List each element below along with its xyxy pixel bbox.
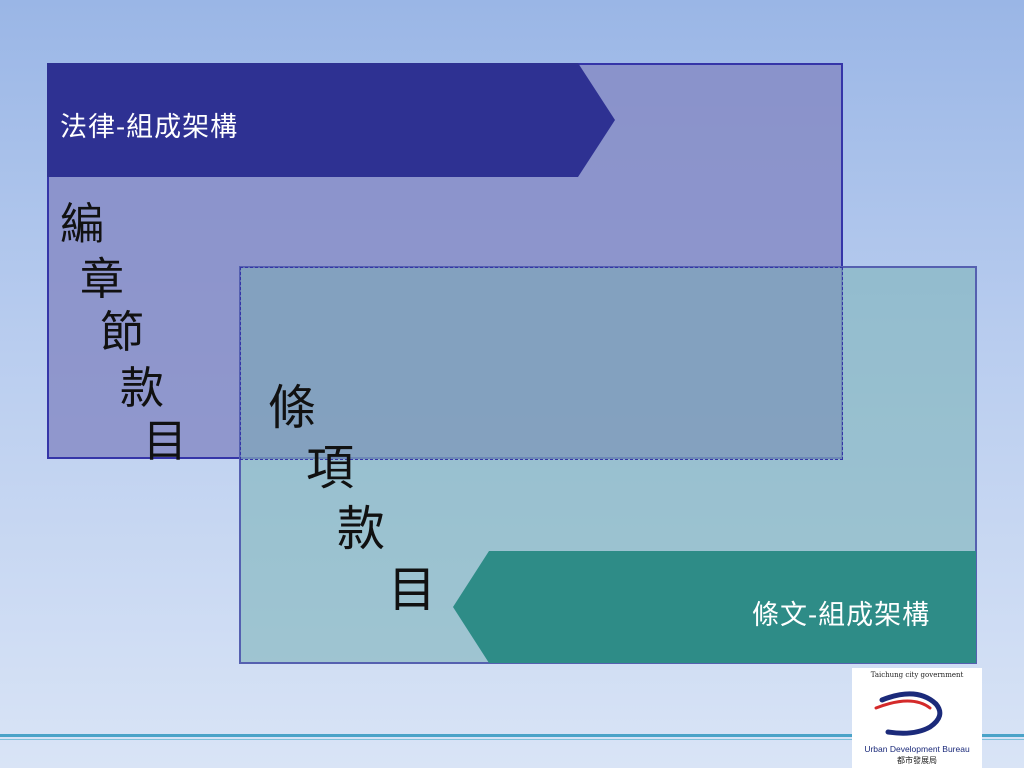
overlap-region	[240, 267, 843, 460]
legal-level-2: 章	[80, 254, 124, 305]
logo-english-name: Urban Development Bureau	[864, 744, 970, 754]
urban-development-bureau-logo: Taichung city government Urban Developme…	[852, 668, 982, 768]
article-level-2: 項	[306, 440, 355, 496]
legal-level-5: 目	[143, 416, 187, 467]
bottom-divider-line-thin	[0, 739, 1024, 740]
article-structure-title: 條文-組成架構	[752, 600, 931, 631]
article-level-1: 條	[268, 380, 317, 436]
article-level-3: 款	[337, 501, 386, 557]
legal-structure-banner	[47, 63, 615, 177]
legal-structure-title: 法律-組成架構	[60, 112, 239, 143]
article-level-4: 目	[388, 562, 437, 618]
logo-emblem-icon	[874, 691, 943, 736]
legal-level-3: 節	[100, 307, 144, 358]
legal-level-1: 編	[60, 199, 104, 250]
logo-top-text: Taichung city government	[870, 671, 964, 679]
logo-chinese-name: 都市發展局	[897, 756, 937, 765]
legal-level-4: 款	[120, 363, 164, 414]
article-structure-banner	[453, 551, 976, 663]
bottom-divider-line	[0, 734, 1024, 737]
